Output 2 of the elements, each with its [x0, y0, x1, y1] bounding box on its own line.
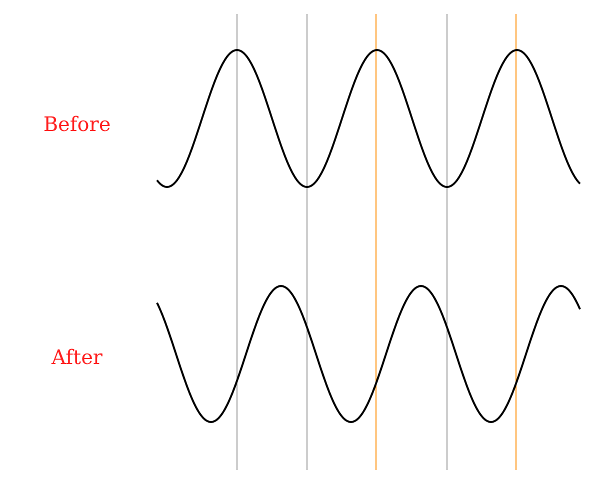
wave-label: Before — [42, 112, 112, 136]
wave-label: After — [50, 345, 104, 369]
